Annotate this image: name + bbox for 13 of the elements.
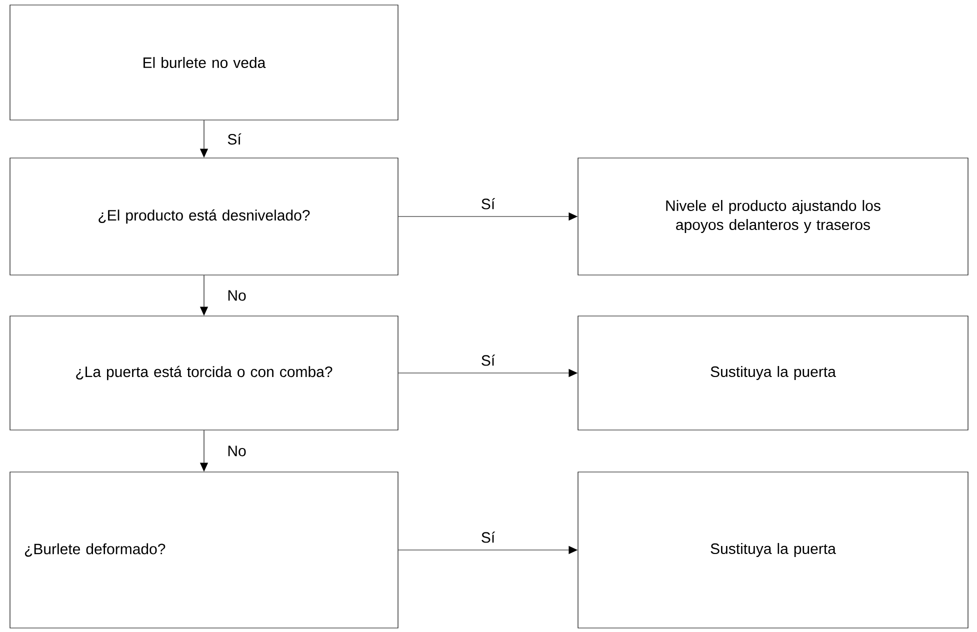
process-box: Sustituya la puerta (578, 316, 968, 430)
edge-label: No (226, 444, 248, 458)
process-box: ¿El producto está desnivelado? (10, 158, 398, 276)
process-box: ¿La puerta está torcida o con comba? (10, 316, 398, 430)
edge-label: Sí (480, 354, 496, 367)
edge-label: Sí (226, 132, 242, 146)
process-box: Sustituya la puerta (578, 472, 968, 628)
edge-label: Sí (480, 197, 496, 210)
edge-label: Sí (480, 530, 496, 544)
process-box: ¿Burlete deformado? (10, 472, 398, 628)
process-box: Nivele el producto ajustando los apoyos delanteros y traseros (578, 158, 968, 276)
process-box: El burlete no veda (10, 4, 398, 120)
edge-label: No (226, 289, 248, 302)
